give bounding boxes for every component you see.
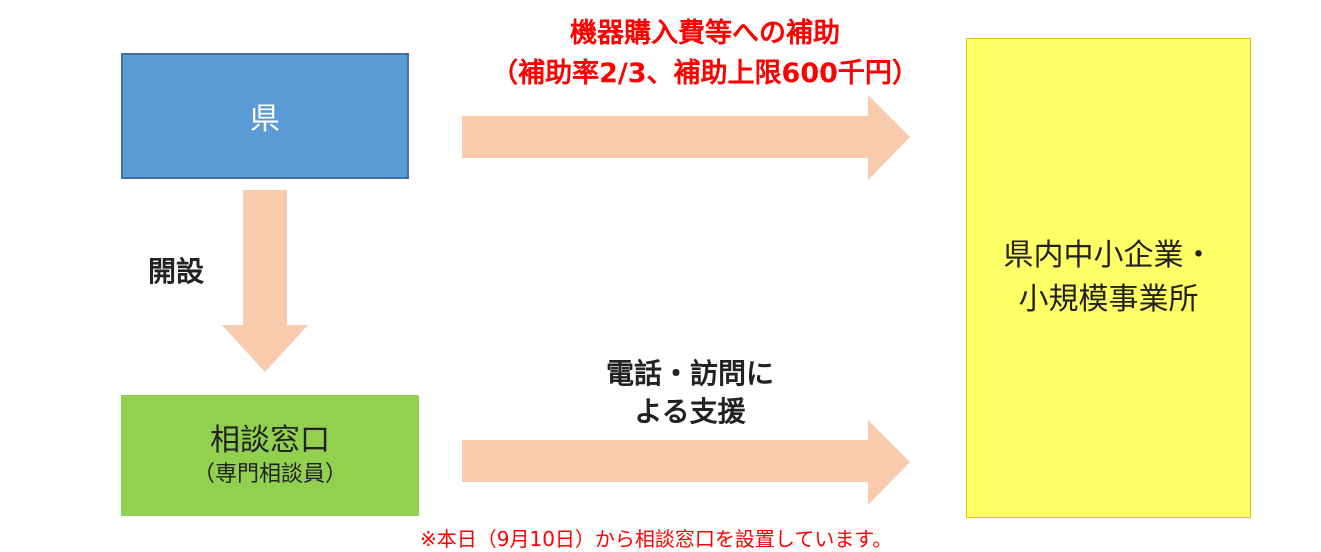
businesses-label-line1: 県内中小企業・	[1003, 238, 1214, 273]
businesses-box: 県内中小企業・ 小規模事業所	[966, 38, 1251, 518]
subsidy-label: 機器購入費等への補助 （補助率2/3、補助上限600千円）	[420, 14, 990, 94]
consultation-desk-sublabel: （専門相談員）	[192, 461, 347, 487]
footnote: ※本日（9月10日）から相談窓口を設置しています。	[420, 527, 893, 551]
right-arrow-subsidy	[462, 95, 910, 180]
support-line1: 電話・訪問に	[605, 357, 774, 390]
subsidy-detail: （補助率2/3、補助上限600千円）	[491, 58, 919, 89]
subsidy-title: 機器購入費等への補助	[570, 18, 840, 49]
establish-label: 開設	[148, 255, 205, 288]
prefecture-box: 県	[121, 53, 409, 179]
support-label: 電話・訪問に よる支援	[560, 355, 820, 431]
consultation-desk-label: 相談窓口	[210, 422, 330, 458]
support-line2: よる支援	[634, 395, 746, 428]
prefecture-label: 県	[250, 102, 280, 137]
businesses-label-line2: 小規模事業所	[1018, 282, 1199, 317]
right-arrow-support	[462, 420, 910, 505]
consultation-desk-box: 相談窓口 （専門相談員）	[121, 395, 419, 516]
down-arrow	[222, 190, 308, 372]
